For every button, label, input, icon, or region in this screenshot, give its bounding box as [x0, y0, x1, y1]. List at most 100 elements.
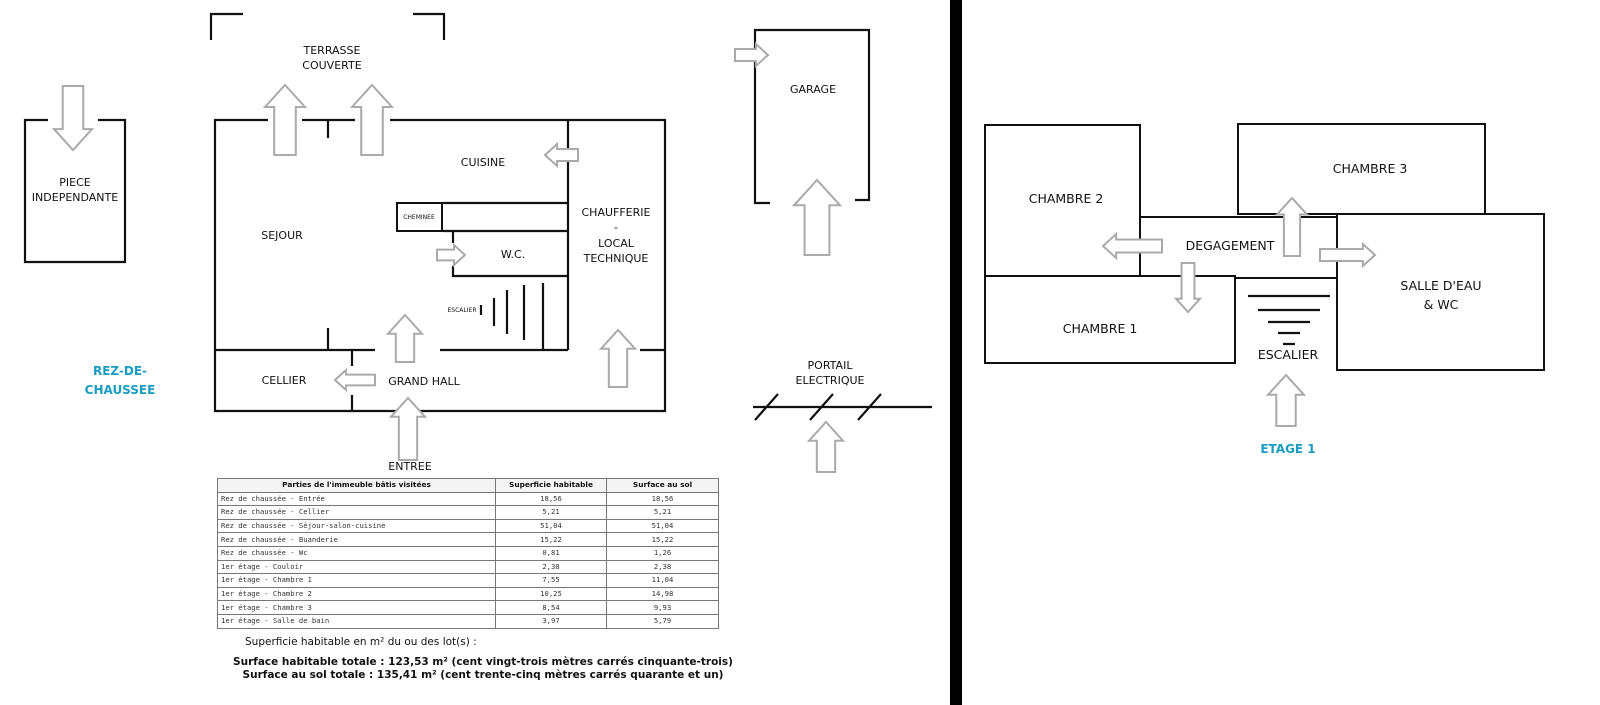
cell-sol: 9,93	[606, 600, 719, 615]
label-entree: ENTREE	[388, 460, 431, 473]
direction-arrow-icon	[349, 83, 395, 156]
label-garage: GARAGE	[790, 83, 836, 96]
label-cuisine: CUISINE	[461, 156, 505, 169]
label-chaufferie-4: TECHNIQUE	[583, 252, 649, 265]
cell-partie: Rez de chaussée - Buanderie	[217, 532, 496, 547]
cell-partie: 1er étage - Chambre 2	[217, 586, 496, 602]
stair-lines	[479, 283, 545, 350]
label-grand-hall: GRAND HALL	[388, 375, 460, 388]
cell-habitable: 8,54	[495, 600, 607, 615]
cell-sol: 1,26	[606, 545, 719, 561]
direction-arrow-icon	[436, 242, 467, 268]
header-parties: Parties de l'immeuble bâtis visitées	[217, 478, 496, 493]
label-piece-1: PIECE	[59, 176, 91, 189]
title-etage1: ETAGE 1	[1260, 442, 1315, 456]
chambre1-room	[984, 275, 1236, 364]
direction-arrow-icon	[734, 41, 770, 69]
direction-arrow-icon	[791, 178, 843, 256]
cell-partie: Rez de chaussée - Wc	[217, 545, 496, 561]
cell-habitable: 5,21	[495, 505, 607, 520]
cell-sol: 15,22	[606, 532, 719, 547]
piece-independante-walls	[23, 118, 127, 264]
garage-walls	[753, 28, 871, 205]
label-cellier: CELLIER	[262, 374, 307, 387]
cell-partie: Rez de chaussée - Séjour-salon-cuisine	[217, 518, 496, 534]
direction-arrow-icon	[1265, 373, 1307, 427]
terrasse-outline	[209, 12, 446, 40]
cell-partie: Rez de chaussée - Entrée	[217, 491, 496, 507]
label-chambre2: CHAMBRE 2	[1029, 191, 1104, 206]
cell-habitable: 15,22	[495, 532, 607, 547]
label-terrasse-2: COUVERTE	[302, 59, 361, 72]
cell-partie: 1er étage - Chambre 3	[217, 600, 496, 615]
cell-partie: 1er étage - Salle de bain	[217, 613, 496, 629]
total-habitable: Surface habitable totale : 123,53 m² (ce…	[233, 656, 733, 668]
label-degagement: DEGAGEMENT	[1186, 238, 1275, 253]
cheminee-box	[396, 202, 443, 232]
cell-sol: 18,56	[606, 491, 719, 507]
cell-sol: 2,38	[606, 559, 719, 575]
cell-habitable: 7,55	[495, 573, 607, 588]
label-salle-2: & WC	[1424, 297, 1459, 312]
direction-arrow-icon	[806, 420, 846, 473]
label-chaufferie-1: CHAUFFERIE	[582, 206, 651, 219]
cell-partie: 1er étage - Couloir	[217, 559, 496, 575]
direction-arrow-icon	[1319, 241, 1377, 269]
direction-arrow-icon	[262, 83, 308, 156]
label-escalier: ESCALIER	[448, 307, 477, 314]
total-sol: Surface au sol totale : 135,41 m² (cent …	[242, 669, 724, 681]
portail-line	[753, 393, 932, 421]
chambre3-room	[1237, 123, 1486, 215]
stair-lines-etage	[1248, 294, 1330, 346]
label-portail-1: PORTAIL	[808, 359, 854, 372]
header-sol: Surface au sol	[606, 478, 719, 493]
ground-floor-plan	[23, 12, 932, 421]
label-cheminee: CHEMINEE	[403, 214, 435, 221]
direction-arrow-icon	[598, 328, 638, 388]
direction-arrow-icon	[1101, 231, 1163, 261]
cell-habitable: 0,81	[495, 545, 607, 561]
label-wc: W.C.	[501, 248, 525, 261]
label-chambre1: CHAMBRE 1	[1063, 321, 1138, 336]
label-terrasse-1: TERRASSE	[303, 44, 361, 57]
cell-sol: 14,98	[606, 586, 719, 602]
direction-arrow-icon	[1173, 262, 1203, 314]
label-salle-1: SALLE D'EAU	[1400, 278, 1481, 293]
cell-habitable: 51,04	[495, 518, 607, 534]
label-chambre3: CHAMBRE 3	[1333, 161, 1408, 176]
direction-arrow-icon	[1274, 196, 1310, 257]
divider	[950, 0, 962, 705]
cell-sol: 51,04	[606, 518, 719, 534]
direction-arrow-icon	[543, 141, 579, 169]
header-habitable: Superficie habitable	[495, 478, 607, 493]
cell-habitable: 3,97	[495, 613, 607, 629]
arrows	[51, 41, 1377, 473]
cell-partie: Rez de chaussée - Cellier	[217, 505, 496, 520]
label-chaufferie-2: -	[614, 221, 618, 234]
cell-habitable: 10,25	[495, 586, 607, 602]
label-portail-2: ELECTRIQUE	[796, 374, 865, 387]
direction-arrow-icon	[51, 85, 95, 152]
wc-walls	[442, 201, 568, 278]
cell-partie: 1er étage - Chambre 1	[217, 573, 496, 588]
summary-intro: Superficie habitable en m² du ou des lot…	[245, 636, 477, 648]
direction-arrow-icon	[333, 367, 376, 393]
label-sejour: SEJOUR	[261, 229, 303, 242]
title-rdc-2: CHAUSSEE	[85, 383, 156, 397]
cell-habitable: 18,56	[495, 491, 607, 507]
cell-sol: 5,21	[606, 505, 719, 520]
salle-eau-room	[1336, 213, 1545, 371]
label-chaufferie-3: LOCAL	[598, 237, 635, 250]
direction-arrow-icon	[388, 396, 428, 461]
first-floor-plan	[984, 123, 1545, 371]
direction-arrow-icon	[385, 313, 425, 363]
